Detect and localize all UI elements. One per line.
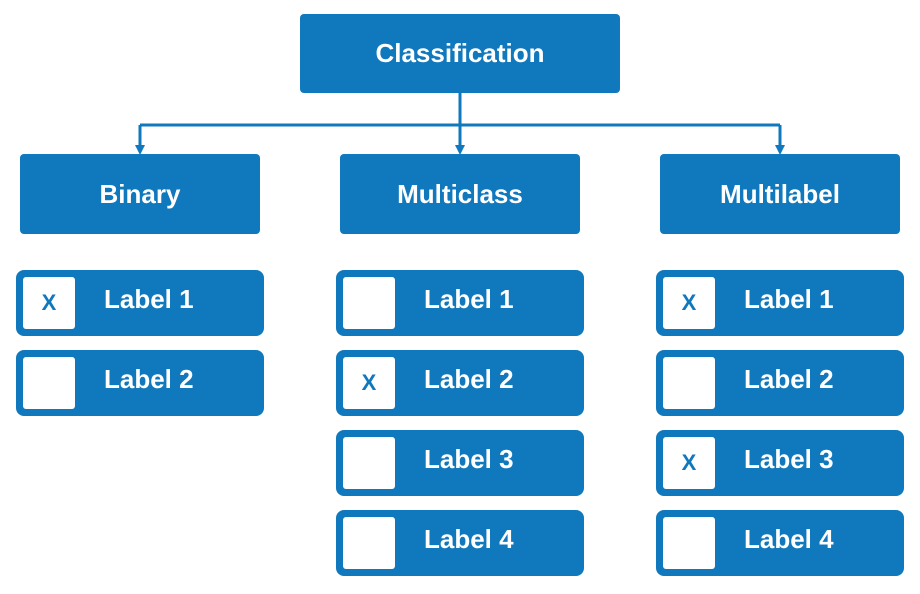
multilabel-title: Multilabel xyxy=(720,178,840,209)
checkbox[interactable]: X xyxy=(343,357,395,409)
checkbox[interactable]: X xyxy=(23,277,75,329)
label-row: Label 2 xyxy=(16,350,264,416)
checkbox[interactable] xyxy=(343,277,395,329)
label-row: Label 4 xyxy=(336,510,584,576)
label-text: Label 1 xyxy=(104,284,194,314)
multilabel-labels: X Label 1 Label 2 X Label 3 Label 4 xyxy=(656,270,904,590)
label-row: Label 4 xyxy=(656,510,904,576)
label-row: X Label 1 xyxy=(656,270,904,336)
checkbox[interactable] xyxy=(663,517,715,569)
label-row: X Label 1 xyxy=(16,270,264,336)
checkbox[interactable] xyxy=(23,357,75,409)
binary-labels: X Label 1 Label 2 xyxy=(16,270,264,430)
label-text: Label 2 xyxy=(104,364,194,394)
label-text: Label 4 xyxy=(424,524,514,554)
checkbox[interactable]: X xyxy=(663,277,715,329)
label-text: Label 1 xyxy=(424,284,514,314)
label-row: Label 3 xyxy=(336,430,584,496)
label-text: Label 1 xyxy=(744,284,834,314)
label-text: Label 2 xyxy=(424,364,514,394)
classification-node: Classification xyxy=(300,14,620,93)
label-text: Label 3 xyxy=(744,444,834,474)
checkbox[interactable] xyxy=(663,357,715,409)
binary-title: Binary xyxy=(99,178,181,209)
label-text: Label 2 xyxy=(744,364,834,394)
multiclass-node: Multiclass xyxy=(340,154,580,234)
multiclass-title: Multiclass xyxy=(397,178,523,209)
checkbox[interactable] xyxy=(343,437,395,489)
label-text: Label 3 xyxy=(424,444,514,474)
binary-node: Binary xyxy=(20,154,260,234)
multiclass-labels: Label 1 X Label 2 Label 3 Label 4 xyxy=(336,270,584,590)
multilabel-node: Multilabel xyxy=(660,154,900,234)
checkbox[interactable]: X xyxy=(663,437,715,489)
label-row: Label 1 xyxy=(336,270,584,336)
label-text: Label 4 xyxy=(744,524,834,554)
classification-title: Classification xyxy=(375,38,545,68)
label-row: X Label 3 xyxy=(656,430,904,496)
checkbox[interactable] xyxy=(343,517,395,569)
label-row: Label 2 xyxy=(656,350,904,416)
label-row: X Label 2 xyxy=(336,350,584,416)
